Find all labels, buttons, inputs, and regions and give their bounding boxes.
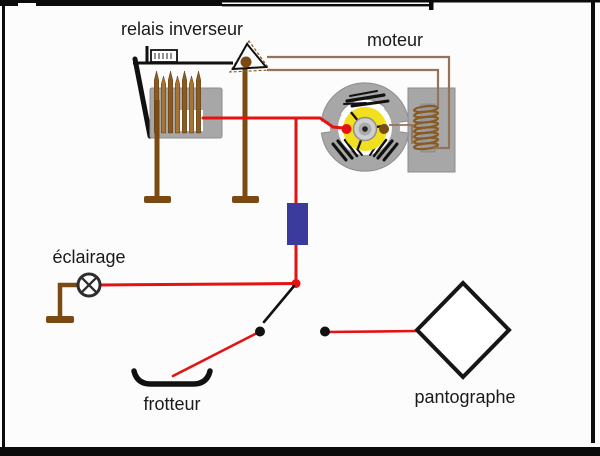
switch-arm (262, 284, 296, 324)
resistor (287, 203, 308, 245)
relay-coil-winding (154, 70, 201, 134)
wire-to-pantograph (325, 329, 419, 334)
motor-pole-shoe-left (330, 110, 350, 157)
relay-ground-left (144, 100, 171, 203)
lamp-cross (80, 276, 98, 294)
lamp-ground-bar (46, 316, 74, 323)
relay-terminal-box (150, 49, 178, 63)
field-wire-lower (267, 68, 440, 107)
reversing-relay (132, 39, 272, 203)
lamp-ground-wire (57, 282, 78, 317)
wire-to-lamp (98, 282, 298, 287)
red-wiring (98, 116, 419, 378)
switch-contact-shoe (255, 326, 265, 337)
motor-stator-bottom (320, 130, 410, 172)
motor-label: moteur (367, 30, 423, 50)
brush-lead-wire (389, 124, 413, 144)
lighting-label: éclairage (52, 247, 125, 267)
motor-pole-shoe-right (383, 103, 400, 146)
pantograph-icon (414, 280, 512, 380)
wire-relay-to-motor (201, 116, 345, 130)
relay-label: relais inverseur (121, 19, 243, 39)
motor-winding-hatch (331, 90, 399, 162)
pickup-shoe-icon (131, 368, 213, 387)
pantograph-label: pantographe (414, 387, 515, 407)
relay-ground-right (232, 68, 259, 203)
field-coil (412, 103, 440, 153)
relay-armature (132, 56, 153, 139)
wire-to-shoe (171, 329, 263, 378)
pickup-selector-switch (255, 279, 330, 337)
brush-left-red (341, 124, 352, 134)
relay-pivot-triangle (228, 39, 272, 73)
lamp (46, 272, 102, 323)
field-wire-upper (267, 55, 451, 150)
switch-contact-pantograph (320, 326, 330, 337)
axle-dot (362, 126, 368, 132)
motor (320, 82, 456, 173)
pivot-dot (240, 56, 252, 68)
brush-right-brown (379, 124, 389, 134)
shoe-label: frotteur (143, 394, 200, 414)
